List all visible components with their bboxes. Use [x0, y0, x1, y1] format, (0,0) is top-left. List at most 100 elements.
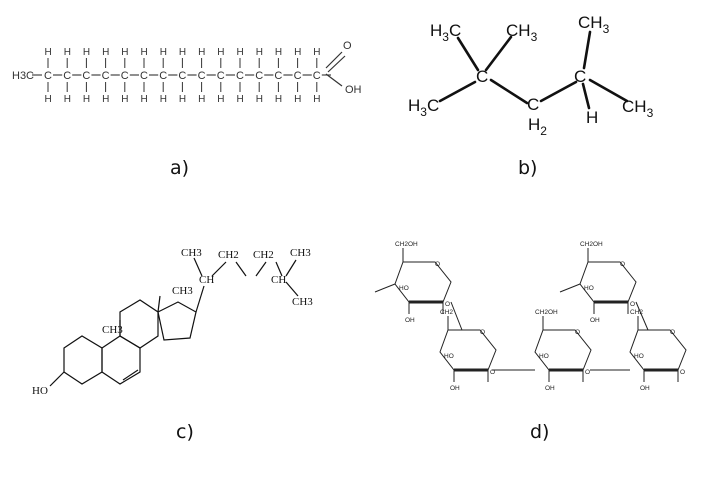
panel-a-carbon: C [140, 70, 148, 82]
panel-a-label: a) [170, 157, 189, 179]
panel-d-ring-oxygen: O [620, 261, 625, 268]
panel-c-side-ch2-1: CH2 [218, 249, 239, 261]
panel-d-hydroxyl-left: HO [634, 353, 644, 360]
panel-c-hydroxyl: HO [32, 385, 48, 397]
panel-a-carbon: C [198, 70, 206, 82]
panel-a-hydrogen-bottom: H [217, 94, 224, 105]
panel-d-hydroxyl-left: HO [444, 353, 454, 360]
panel-b-methyl-right-top: CH3 [506, 21, 538, 44]
panel-d-hydroxyl-left: HO [399, 285, 409, 292]
panel-b-quaternary-carbon: C [476, 67, 488, 86]
panel-a-structure: H3C C H H C H H C H H C H H C H H C H H C H H C H H C H H C H H C H H C H H… [12, 40, 362, 105]
panel-d-ring-oxygen: O [575, 329, 580, 336]
panel-d-top-label: CH2 [440, 309, 453, 316]
panel-a-hydrogen-top: H [256, 47, 263, 58]
panel-a-hydrogen-top: H [313, 47, 320, 58]
panel-c-side-ch3-1: CH3 [181, 247, 202, 259]
panel-a-hydrogen-top: H [121, 47, 128, 58]
panel-d-link [559, 283, 581, 293]
panel-d-hydroxyl-bottom: OH [640, 385, 650, 392]
panel-d-ring [394, 261, 452, 303]
panel-a-hydrogen-top: H [179, 47, 186, 58]
panel-d-glycosidic-oxygen: O [445, 301, 450, 308]
panel-a-carbon: C [82, 70, 90, 82]
panel-b-methyl-left-bottom: H3C [408, 96, 439, 119]
panel-a-hydrogen-top: H [45, 47, 52, 58]
panel-a-hydrogen-top: H [237, 47, 244, 58]
panel-a-hydrogen-bottom: H [198, 94, 205, 105]
panel-a-hydrogen-top: H [141, 47, 148, 58]
panel-a-methyl: H3C [12, 70, 34, 82]
panel-a-carbon: C [178, 70, 186, 82]
panel-b-methyl-far-top: CH3 [578, 13, 610, 36]
panel-a-carbon: C [313, 70, 321, 82]
panel-d-hydroxyl-left: HO [539, 353, 549, 360]
panel-a-hydrogen-bottom: H [237, 94, 244, 105]
panel-d-glycosidic-oxygen: O [630, 301, 635, 308]
panel-b-tertiary-carbon: C [574, 67, 586, 86]
panel-d-link [450, 301, 463, 331]
panel-a-hydrogen-top: H [83, 47, 90, 58]
panel-a-hydrogen-bottom: H [121, 94, 128, 105]
panel-c-side-ch-1: CH [199, 274, 214, 286]
panel-d-top-label: CH2 [630, 309, 643, 316]
panel-d-label: d) [530, 421, 549, 443]
panel-c-label: c) [176, 421, 194, 443]
panel-d-ring-oxygen: O [480, 329, 485, 336]
panel-b-methyl-left-top: H3C [430, 21, 461, 44]
panel-c-side-ch3-3: CH3 [292, 296, 313, 308]
panel-d-ring-oxygen: O [435, 261, 440, 268]
panel-d-hydroxyl-left: HO [584, 285, 594, 292]
panel-d-link [635, 301, 649, 331]
panel-a-carbon: C [159, 70, 167, 82]
panel-a-hydrogen-bottom: H [141, 94, 148, 105]
panel-d-top-label: CH2OH [395, 241, 418, 248]
panel-c-angular-methyl-upper: CH3 [172, 285, 193, 297]
panel-a-hydrogen-bottom: H [102, 94, 109, 105]
panel-c-structure: CH3 CH2 CH2 CH3 CH CH CH3 CH3 CH3 HO [32, 247, 313, 397]
panel-a-hydrogen-top: H [102, 47, 109, 58]
panel-a-hydroxyl: OH [345, 84, 362, 96]
panel-d-hydroxyl-bottom: OH [590, 317, 600, 324]
panel-a-hydrogen-top: H [64, 47, 71, 58]
panel-a-hydrogen-bottom: H [294, 94, 301, 105]
panel-a-carbon: C [294, 70, 302, 82]
panel-d-top-label: CH2OH [535, 309, 558, 316]
panel-d-ring [439, 329, 497, 371]
panel-b-methylene-carbon: C [527, 95, 539, 114]
panel-a-carbon: C [121, 70, 129, 82]
panel-d-ring [534, 329, 592, 371]
panel-d-hydroxyl-bottom: OH [450, 385, 460, 392]
panel-d-hydroxyl-bottom: OH [545, 385, 555, 392]
panel-a-carbon: C [217, 70, 225, 82]
panel-a-hydrogen-bottom: H [313, 94, 320, 105]
panel-a-carbon: C [236, 70, 244, 82]
panel-b-label: b) [518, 157, 537, 179]
panel-a-hydrogen-bottom: H [275, 94, 282, 105]
panel-d-ring-oxygen: O [670, 329, 675, 336]
panel-a-carbon: C [255, 70, 263, 82]
panel-b-methylene-h: H2 [528, 115, 547, 138]
panel-d-ring [579, 261, 637, 303]
panel-d-top-label: CH2OH [580, 241, 603, 248]
panel-a-hydrogen-bottom: H [160, 94, 167, 105]
panel-a-carbon: C [44, 70, 52, 82]
panel-a-hydrogen-bottom: H [179, 94, 186, 105]
panel-a-hydrogen-bottom: H [45, 94, 52, 105]
panel-c-side-ch2-2: CH2 [253, 249, 274, 261]
panel-a-carbon: C [274, 70, 282, 82]
panel-d-link [374, 283, 396, 293]
panel-b-structure: H3C CH3 C H3C C H2 C CH3 H CH3 [408, 13, 654, 138]
panel-a-hydrogen-bottom: H [256, 94, 263, 105]
panel-d-glycosidic-oxygen: O [490, 369, 495, 376]
panel-c-side-ch3-2: CH3 [290, 247, 311, 259]
panel-d-ring [629, 329, 687, 371]
panel-a-hydrogen-top: H [294, 47, 301, 58]
panel-a-hydrogen-top: H [160, 47, 167, 58]
panel-a-hydrogen-bottom: H [64, 94, 71, 105]
panel-b-methyl-far-right: CH3 [622, 97, 654, 120]
panel-a-hydrogen-top: H [217, 47, 224, 58]
panel-a-hydrogen-top: H [275, 47, 282, 58]
panel-d-glycosidic-oxygen: O [680, 369, 685, 376]
